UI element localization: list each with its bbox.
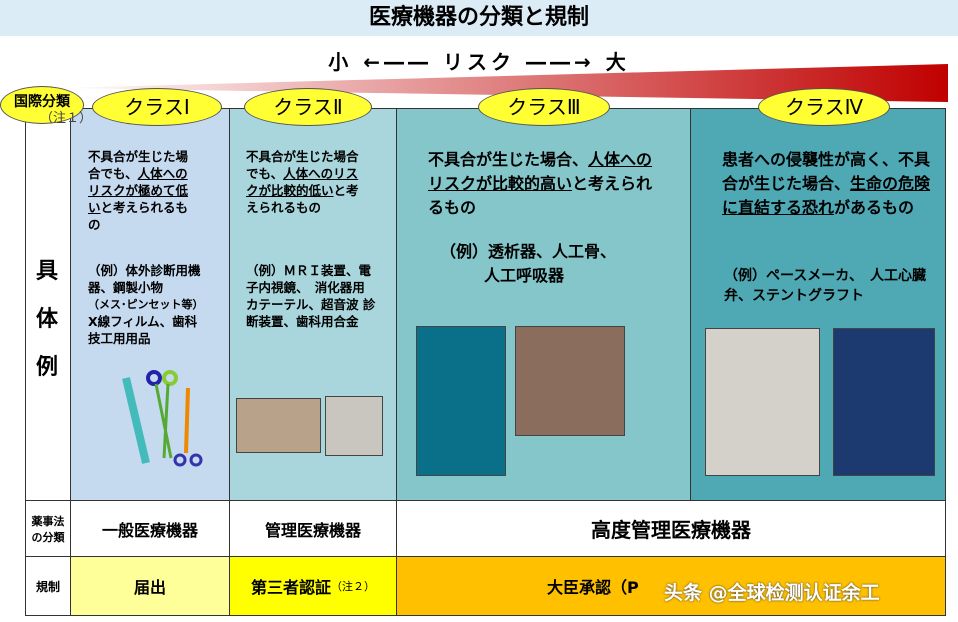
class3-example: （例）透析器、人工骨、人工呼吸器 xyxy=(440,242,617,285)
side-char: 体 xyxy=(36,307,59,332)
law-class2: 管理医療機器 xyxy=(229,500,397,557)
class2-badge: クラスⅡ xyxy=(244,88,372,126)
mri-image xyxy=(236,398,321,453)
class1-example: （例）体外診断用機器、鋼製小物（メス･ピンセット等）X線フィルム、歯科技工用用品 xyxy=(88,263,204,346)
side-char: 具 xyxy=(36,259,59,284)
watermark: 头条 @全球检测认证余工 xyxy=(664,582,880,604)
arrow-left-icon: ←―― xyxy=(363,50,433,74)
law-class34: 高度管理医療機器 xyxy=(396,500,946,557)
risk-large: 大 xyxy=(605,50,630,74)
risk-wedge xyxy=(60,64,948,102)
endoscope-image xyxy=(325,396,383,456)
stent-graft-image xyxy=(833,328,935,476)
reg-label: 規制 xyxy=(25,556,71,616)
class2-example: （例）ＭＲＩ装置、電子内視鏡、 消化器用カテーテル、超音波 診断装置、歯科用合金 xyxy=(246,263,376,329)
class3-desc: 不具合が生じた場合、人体へのリスクが比較的高いと考えられるもの xyxy=(428,150,653,217)
arrow-right-icon: ――→ xyxy=(525,50,595,74)
reg-class1: 届出 xyxy=(70,556,230,616)
surgical-tools-image xyxy=(116,368,216,468)
risk-label: リスク xyxy=(443,50,515,74)
law-class1: 一般医療機器 xyxy=(70,500,230,557)
class1-column xyxy=(70,108,230,501)
law-label: 薬事法の分類 xyxy=(25,500,71,557)
class1-desc: 不具合が生じた場合でも、人体へのリスクが極めて低いと考えられるもの xyxy=(88,149,189,232)
intl-classification-badge: 国際分類 xyxy=(0,86,84,124)
class2-desc: 不具合が生じた場合でも、人体へのリスクが比較的低いと考えられるもの xyxy=(246,149,359,215)
ventilator-image xyxy=(515,326,625,436)
side-label: 具 体 例 xyxy=(36,248,58,392)
class4-example: （例）ペースメーカ、 人工心臓弁、ステントグラフト xyxy=(724,268,927,304)
class4-desc: 患者への侵襲性が高く、不具合が生じた場合、生命の危険に直結する恐れがあるもの xyxy=(722,150,931,217)
class1-badge: クラスⅠ xyxy=(92,88,222,126)
side-char: 例 xyxy=(36,355,59,380)
class4-badge: クラスⅣ xyxy=(758,88,890,126)
class3-badge: クラスⅢ xyxy=(478,88,610,126)
pacemaker-image xyxy=(705,328,820,476)
risk-scale: 小 ←―― リスク ――→ 大 xyxy=(0,46,958,75)
risk-small: 小 xyxy=(328,50,353,74)
reg-class34: 大臣承認（P xyxy=(396,556,946,616)
reg-class2: 第三者認証（注２） xyxy=(229,556,397,616)
intl-note: （注１） xyxy=(40,111,93,126)
side-column xyxy=(25,108,71,501)
page-title: 医療機器の分類と規制 xyxy=(0,0,958,36)
artificial-bone-image xyxy=(416,326,506,476)
